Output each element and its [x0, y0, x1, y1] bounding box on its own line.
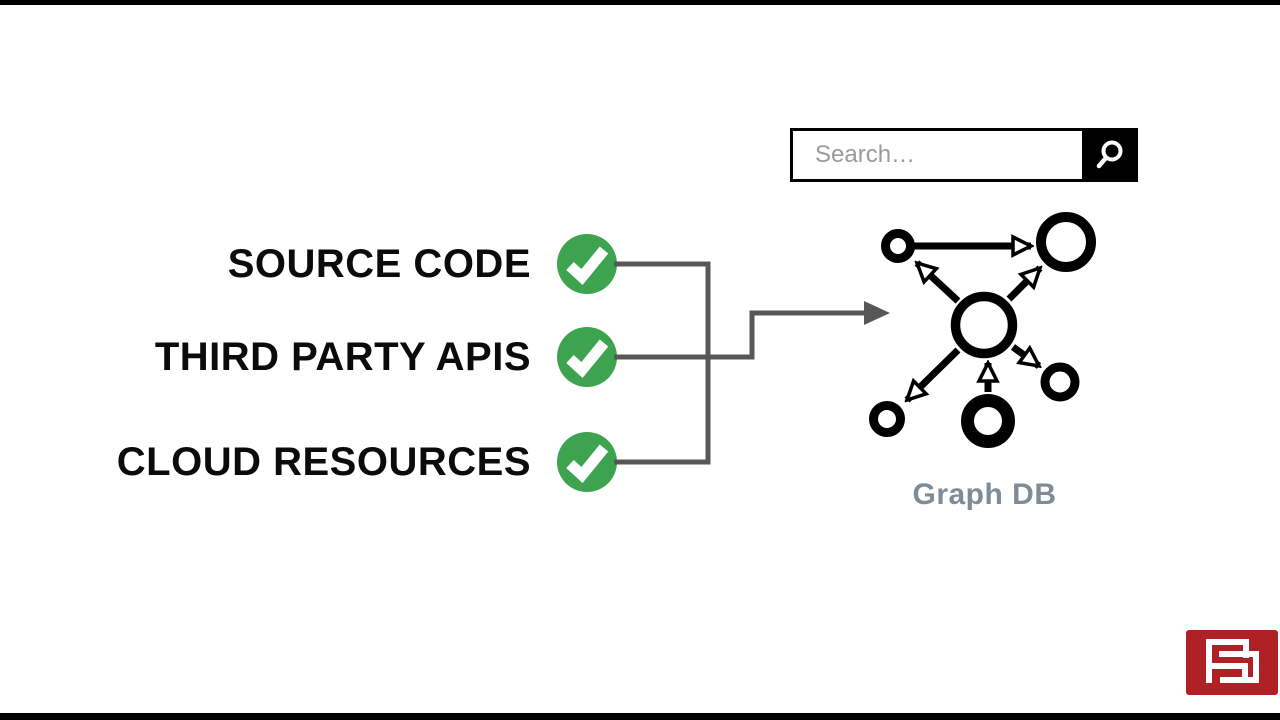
top-letterbox-bar	[0, 0, 1280, 5]
graph-node-large-topright	[1036, 212, 1096, 272]
checklist-label: CLOUD RESOURCES	[116, 440, 531, 484]
checklist-label: THIRD PARTY APIS	[154, 335, 531, 379]
check-icon	[557, 327, 617, 387]
graph-node-small-bottomleft	[869, 401, 905, 437]
graph-node-small-topleft	[881, 229, 915, 263]
channel-logo	[1186, 630, 1278, 695]
checklist-row-cloud-resources: CLOUD RESOURCES	[0, 432, 617, 492]
graph-node-medium-bottom	[961, 394, 1015, 448]
connector-lines	[614, 261, 890, 465]
check-icon	[557, 432, 617, 492]
bottom-letterbox-bar	[0, 713, 1280, 720]
search-box	[790, 128, 1138, 182]
magnifier-icon	[1092, 138, 1126, 172]
graph-db-caption: Graph DB	[912, 478, 1057, 511]
graph-node-center	[950, 291, 1018, 359]
arrow-head	[864, 301, 890, 325]
checklist-row-source-code: SOURCE CODE	[0, 234, 617, 294]
check-icon	[557, 234, 617, 294]
graph-db-icon	[869, 212, 1096, 448]
logo-monogram-icon	[1206, 639, 1259, 683]
graph-node-small-right	[1040, 362, 1080, 402]
checklist-row-third-party-apis: THIRD PARTY APIS	[0, 327, 617, 387]
checklist-label: SOURCE CODE	[227, 242, 531, 286]
search-button[interactable]	[1082, 131, 1135, 179]
search-input[interactable]	[793, 131, 1082, 179]
